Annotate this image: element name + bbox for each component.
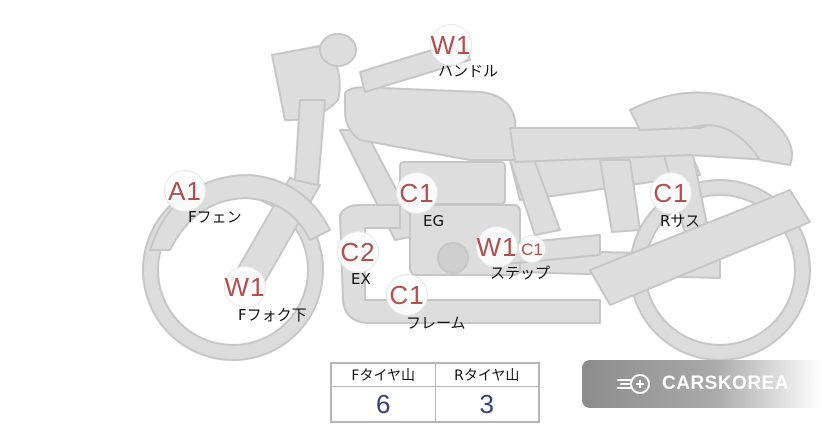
rear-tire-value: 3 — [434, 386, 540, 423]
marker-label-handle: ハンドル — [438, 62, 499, 80]
mirror — [319, 33, 357, 67]
engine-cover — [437, 242, 469, 274]
step-code-secondary: C1 — [521, 239, 543, 259]
marker-label-frame: フレーム — [406, 314, 466, 332]
step-code: W1 — [476, 232, 518, 262]
marker-label-exhaust: EX — [351, 270, 371, 288]
muffler — [589, 189, 811, 306]
marker-badge-step-secondary: C1 — [518, 235, 546, 263]
tire-tread-table: Fタイヤ山 Rタイヤ山 6 3 — [330, 362, 540, 423]
rear-fender — [629, 91, 793, 166]
marker-badge-engine: C1 — [396, 172, 438, 214]
fuel-tank — [344, 86, 519, 161]
marker-label-step: ステップ — [490, 264, 551, 282]
engine-code: C1 — [399, 178, 435, 208]
marker-badge-handle: W1 — [430, 24, 472, 66]
marker-label-rear-suspension: Rサス — [660, 212, 701, 230]
front-fork-upper — [294, 99, 326, 186]
marker-badge-rear-suspension: C1 — [650, 172, 692, 214]
front-fork-code: W1 — [224, 272, 266, 302]
marker-badge-frame: C1 — [386, 274, 428, 316]
rear-tire-header: Rタイヤ山 — [434, 362, 540, 387]
exhaust-pipe — [339, 204, 601, 324]
bike-parts — [142, 33, 811, 361]
marker-badge-front-fork: W1 — [224, 266, 266, 308]
brand-name: CARSKOREA — [662, 373, 789, 394]
handle-code: W1 — [430, 30, 472, 60]
marker-label-front-fork: Fフォク下 — [238, 306, 307, 324]
frame-code: C1 — [389, 280, 425, 310]
marker-badge-step: W1 — [476, 226, 518, 268]
front-tire-value: 6 — [330, 386, 436, 423]
rear-strut — [599, 159, 641, 233]
rear-suspension-code: C1 — [653, 178, 689, 208]
marker-badge-exhaust: C2 — [337, 231, 379, 273]
marker-badge-front-fender: A1 — [164, 170, 206, 212]
carskorea-logo-icon — [617, 374, 650, 394]
front-tire-header: Fタイヤ山 — [330, 362, 436, 387]
exhaust-code: C2 — [340, 237, 376, 267]
front-fender-code: A1 — [168, 176, 202, 206]
brand-watermark: CARSKOREA — [582, 360, 822, 408]
marker-label-front-fender: Fフェン — [188, 208, 242, 226]
marker-label-engine: EG — [423, 212, 445, 230]
